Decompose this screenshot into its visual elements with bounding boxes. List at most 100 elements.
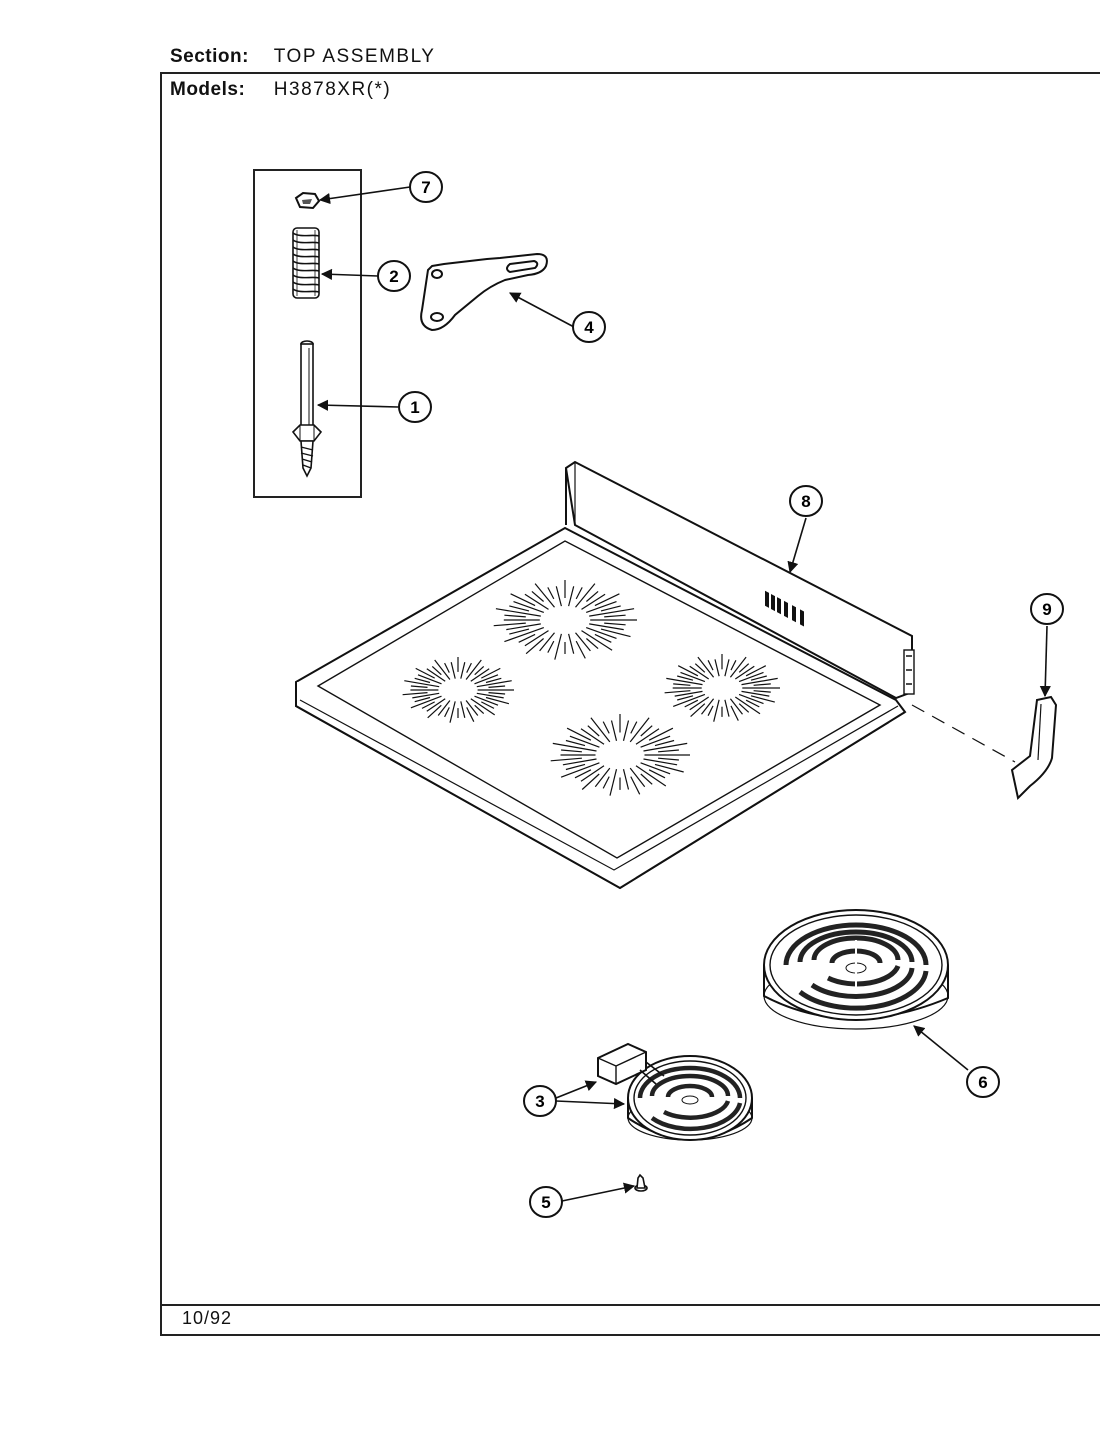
burner-ray bbox=[734, 665, 755, 680]
burner-ray bbox=[690, 703, 706, 718]
burner-ray bbox=[589, 608, 635, 617]
burner-ray bbox=[466, 662, 472, 673]
burner-ray bbox=[552, 742, 597, 752]
burner-ray bbox=[602, 721, 610, 734]
burner-ray bbox=[680, 671, 706, 683]
burner-ray bbox=[673, 683, 691, 686]
large-element-part bbox=[763, 909, 949, 1030]
burner-ray bbox=[404, 680, 440, 688]
burner-ray bbox=[622, 720, 630, 741]
diagram-frame bbox=[160, 72, 1100, 1336]
callout-number: 1 bbox=[410, 398, 419, 417]
burner-ray bbox=[513, 601, 545, 613]
burner-ray bbox=[666, 677, 703, 686]
callout-9: 9 bbox=[1030, 593, 1064, 625]
burner-ray bbox=[460, 701, 466, 718]
burner-ray bbox=[714, 659, 720, 677]
burner-ray bbox=[474, 665, 485, 676]
burner-ray bbox=[534, 583, 555, 608]
burner-ray bbox=[481, 667, 501, 679]
burner-ray bbox=[474, 695, 499, 706]
burner-ray bbox=[568, 586, 575, 607]
burner-ray bbox=[589, 623, 624, 631]
burner-ray bbox=[465, 659, 482, 680]
burner-ray bbox=[580, 728, 605, 745]
burner-ray bbox=[594, 767, 611, 788]
burner-ray bbox=[753, 683, 771, 686]
burner-ray bbox=[724, 699, 730, 717]
burner-ray bbox=[465, 700, 479, 716]
callout-circle bbox=[409, 171, 443, 203]
burner-ray bbox=[504, 614, 526, 618]
burner-ray bbox=[648, 727, 674, 741]
burner-ray bbox=[729, 656, 747, 678]
trim-part bbox=[1010, 695, 1058, 801]
burner-ray bbox=[555, 586, 562, 607]
burner-ray bbox=[562, 758, 597, 766]
burner-ray bbox=[476, 680, 512, 688]
callout-number: 9 bbox=[1042, 600, 1051, 619]
burner-ray bbox=[630, 721, 638, 734]
section-header: Section: TOP ASSEMBLY bbox=[170, 46, 435, 68]
models-value: H3878XR(*) bbox=[273, 79, 392, 100]
callout-circle bbox=[523, 1085, 557, 1117]
hardware-inset-box bbox=[253, 169, 362, 498]
burner-ray bbox=[707, 660, 714, 671]
burner-ray bbox=[635, 728, 660, 745]
burner-ray bbox=[485, 696, 510, 705]
section-label: Section: bbox=[170, 46, 249, 67]
burner-ray bbox=[738, 703, 750, 713]
burner-ray bbox=[664, 690, 691, 694]
burner-ray bbox=[741, 677, 778, 686]
burner-ray bbox=[609, 769, 618, 796]
callout-circle bbox=[572, 311, 606, 343]
screw-part bbox=[634, 1173, 648, 1192]
burner-ray bbox=[575, 632, 591, 652]
burner-ray bbox=[531, 590, 544, 602]
burner-ray bbox=[474, 674, 499, 685]
burner-ray bbox=[594, 593, 620, 607]
burner-ray bbox=[654, 739, 675, 747]
callout-2: 2 bbox=[377, 260, 411, 292]
callout-circle bbox=[1030, 593, 1064, 625]
burner-ray bbox=[600, 605, 621, 612]
burner-ray bbox=[565, 763, 586, 771]
burner-ray bbox=[713, 699, 720, 722]
burner-ray bbox=[745, 699, 760, 708]
burner-ray bbox=[643, 742, 688, 752]
burner-ray bbox=[414, 677, 431, 684]
cooktop-part bbox=[295, 460, 915, 890]
burner-ray bbox=[580, 765, 605, 782]
burner-ray bbox=[561, 749, 582, 753]
callout-number: 4 bbox=[584, 318, 594, 337]
burner-ray bbox=[402, 692, 428, 696]
callout-6: 6 bbox=[966, 1066, 1000, 1098]
burner-ray bbox=[622, 769, 630, 790]
callout-circle bbox=[966, 1066, 1000, 1098]
burner-ray bbox=[648, 769, 666, 779]
burner-ray bbox=[444, 662, 450, 673]
burner-ray bbox=[481, 701, 495, 709]
burner-ray bbox=[568, 633, 575, 654]
burner-ray bbox=[495, 608, 541, 617]
burner-ray bbox=[421, 701, 435, 709]
callout-number: 3 bbox=[535, 1092, 544, 1111]
burner-ray bbox=[488, 685, 506, 688]
burner-ray bbox=[610, 720, 618, 741]
burner-ray bbox=[750, 675, 767, 681]
burner-ray bbox=[539, 632, 555, 652]
burner-ray bbox=[640, 725, 653, 737]
burner-ray bbox=[730, 705, 739, 721]
burner-ray bbox=[677, 695, 694, 701]
callout-8: 8 bbox=[789, 485, 823, 517]
burner-ray bbox=[566, 727, 592, 741]
burner-ray bbox=[734, 696, 761, 715]
burner-ray bbox=[677, 675, 694, 681]
callout-3: 3 bbox=[523, 1085, 557, 1117]
callout-number: 5 bbox=[541, 1193, 550, 1212]
bracket-part bbox=[420, 252, 548, 332]
burner-ray bbox=[518, 633, 536, 643]
burner-ray bbox=[525, 638, 544, 655]
burner-ray bbox=[745, 665, 767, 677]
